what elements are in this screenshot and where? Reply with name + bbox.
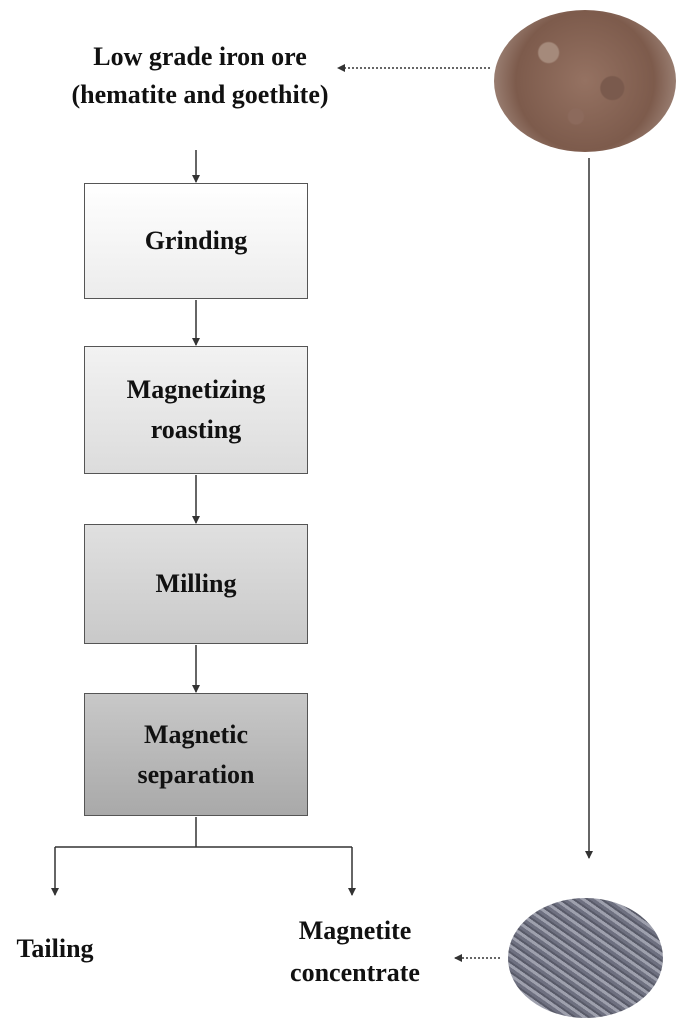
step-magnetic-separation-box: Magnetic separation xyxy=(84,693,308,816)
step-grinding-label: Grinding xyxy=(144,226,248,255)
magnetite-concentrate-photo xyxy=(508,898,663,1018)
step-roasting-label-line2: roasting xyxy=(150,415,242,444)
step-milling-label: Milling xyxy=(155,569,237,598)
step-separation-label-line1: Magnetic xyxy=(144,719,248,749)
input-label-line1: Low grade iron ore xyxy=(93,42,307,71)
concentrate-label-line1: Magnetite xyxy=(298,916,412,945)
input-label-line2: (hematite and goethite) xyxy=(71,80,329,109)
input-label: Low grade iron ore (hematite and goethit… xyxy=(0,38,400,114)
low-grade-iron-ore-photo xyxy=(494,10,676,152)
concentrate-label-line2: concentrate xyxy=(290,958,420,987)
step-milling-box: Milling xyxy=(84,524,308,644)
magnetite-concentrate-label: Magnetite concentrate xyxy=(255,910,455,994)
tailing-label: Tailing xyxy=(16,934,94,963)
step-grinding-box: Grinding xyxy=(84,183,308,299)
step-roasting-label-line1: Magnetizing xyxy=(126,375,266,404)
step-separation-label-line2: separation xyxy=(137,759,255,789)
step-magnetizing-roasting-box: Magnetizing roasting xyxy=(84,346,308,474)
